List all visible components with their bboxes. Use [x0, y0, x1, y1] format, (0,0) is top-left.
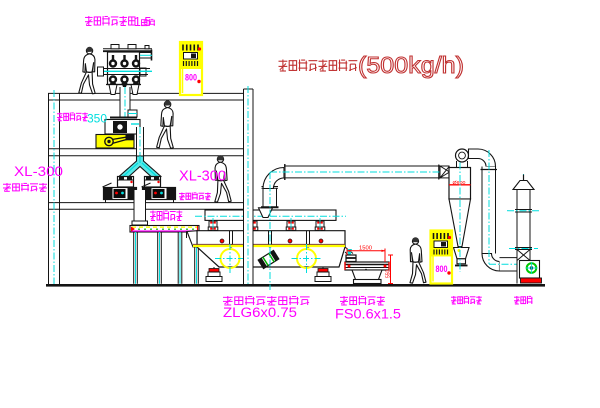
svg-text:(500kg/h): (500kg/h) — [358, 52, 464, 78]
svg-text:XL-300: XL-300 — [14, 164, 63, 179]
svg-text:1.5: 1.5 — [134, 15, 151, 29]
svg-text:FS0.6x1.5: FS0.6x1.5 — [335, 306, 401, 322]
svg-text:ZLG6x0.75: ZLG6x0.75 — [223, 305, 297, 320]
svg-text:350: 350 — [87, 114, 107, 126]
svg-text:XL-300: XL-300 — [179, 169, 226, 185]
svg-text:800: 800 — [185, 73, 197, 84]
svg-text:550: 550 — [386, 269, 392, 278]
svg-text:1500: 1500 — [359, 246, 372, 252]
svg-text:800: 800 — [436, 264, 448, 275]
svg-text:Ø600: Ø600 — [453, 180, 466, 186]
